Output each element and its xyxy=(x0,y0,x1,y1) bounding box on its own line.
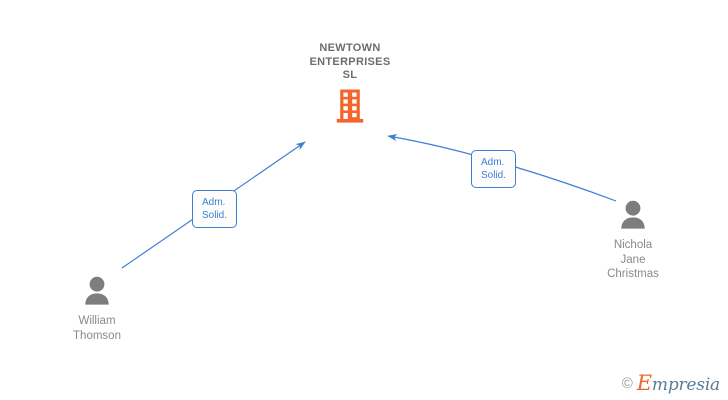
watermark-brand-rest: mpresia xyxy=(651,375,720,395)
watermark-brand: Empresia xyxy=(637,373,720,394)
person-icon xyxy=(619,200,647,229)
person-icon xyxy=(83,276,111,305)
watermark-brand-initial: E xyxy=(636,371,652,395)
edge-label-right[interactable]: Adm. Solid. xyxy=(471,150,517,188)
watermark: © Empresia xyxy=(622,373,720,394)
edge-label-left[interactable]: Adm. Solid. xyxy=(192,190,238,228)
person-node-left[interactable]: William Thomson xyxy=(27,276,167,343)
copyright-icon: © xyxy=(621,375,633,392)
company-node[interactable]: NEWTOWN ENTERPRISES SL xyxy=(274,42,426,128)
person-name-label: Nichola Jane Christmas xyxy=(607,239,659,280)
person-name-label: William Thomson xyxy=(73,315,121,342)
building-icon xyxy=(336,89,364,123)
company-name-label: NEWTOWN ENTERPRISES SL xyxy=(309,42,391,81)
person-node-right[interactable]: Nichola Jane Christmas xyxy=(563,200,703,282)
